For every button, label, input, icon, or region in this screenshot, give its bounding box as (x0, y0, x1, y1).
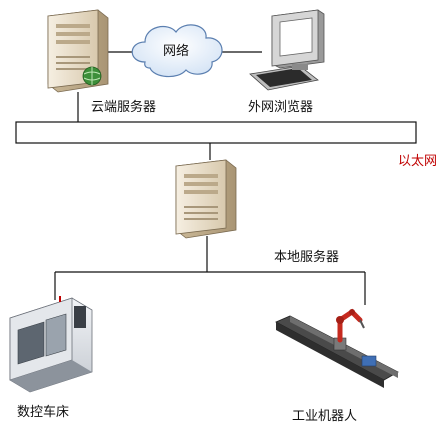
cnc-lathe-label: 数控车床 (17, 405, 70, 420)
web-browser-label: 外网浏览器 (248, 100, 314, 115)
browser-computer-icon (249, 9, 325, 91)
network-cloud-icon (131, 24, 223, 78)
connection-lines (54, 51, 366, 305)
network-label: 网络 (163, 44, 190, 59)
ethernet-bus (15, 121, 417, 144)
cloud-server-label: 云端服务器 (91, 100, 157, 115)
cloud-server-icon (47, 9, 109, 93)
industrial-robot-icon (275, 308, 399, 388)
ethernet-label: 以太网 (398, 154, 438, 169)
local-server-label: 本地服务器 (274, 250, 340, 265)
cnc-lathe-icon (9, 296, 93, 393)
industrial-robot-label: 工业机器人 (292, 409, 358, 424)
local-server-icon (175, 159, 237, 239)
